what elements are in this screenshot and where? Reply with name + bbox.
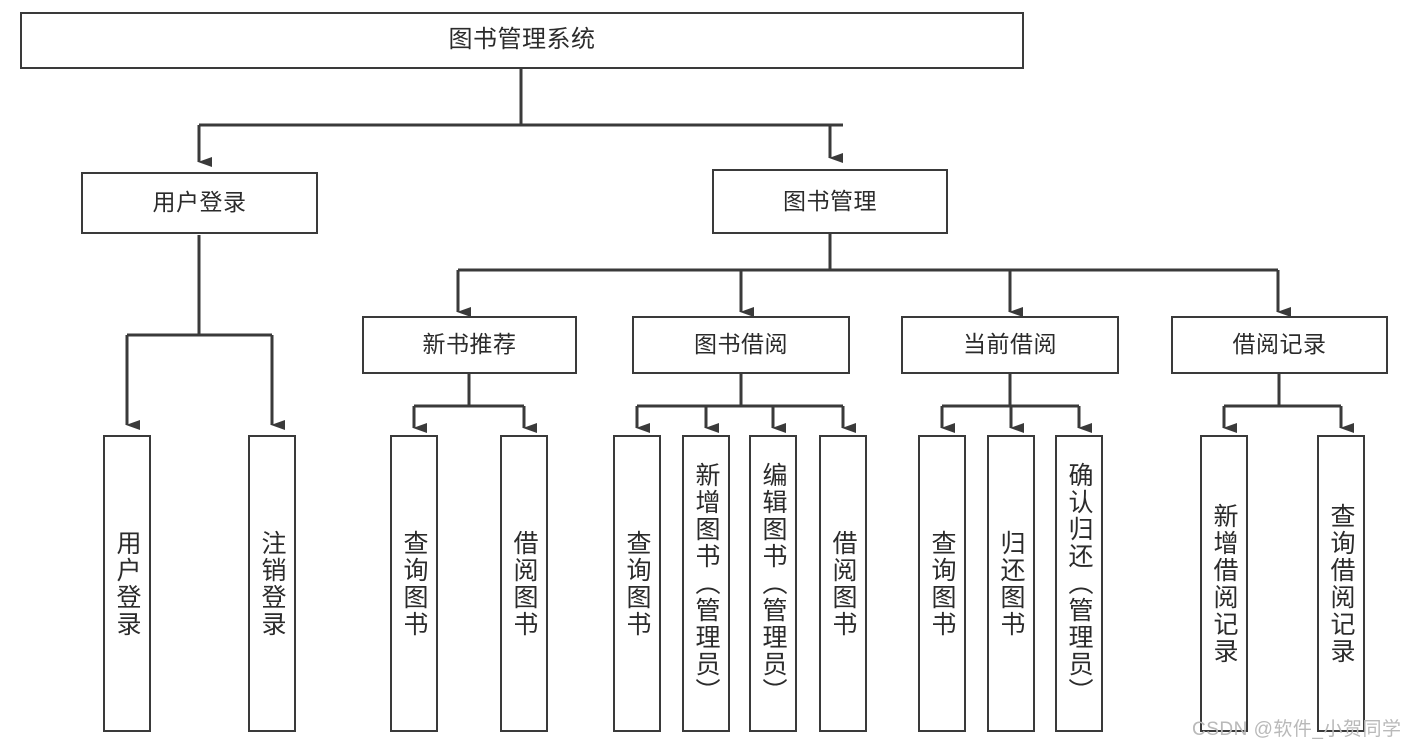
node-leaf-query-book-3[interactable]: 查询图书 xyxy=(918,435,966,732)
node-leaf-borrow-book-1-label: 借阅图书 xyxy=(510,529,538,638)
node-new-book-recommend[interactable]: 新书推荐 xyxy=(362,316,577,374)
node-leaf-borrow-book-2-label: 借阅图书 xyxy=(829,529,857,638)
node-user-login[interactable]: 用户登录 xyxy=(81,172,318,234)
node-leaf-edit-book[interactable]: 编辑图书（管理员） xyxy=(749,435,797,732)
node-leaf-user-login[interactable]: 用户登录 xyxy=(103,435,151,732)
node-user-login-label: 用户登录 xyxy=(152,189,247,216)
node-borrow-record-label: 借阅记录 xyxy=(1232,331,1327,358)
node-leaf-query-book-1[interactable]: 查询图书 xyxy=(390,435,438,732)
node-leaf-query-record-label: 查询借阅记录 xyxy=(1327,502,1355,665)
node-leaf-add-book[interactable]: 新增图书（管理员） xyxy=(682,435,730,732)
node-book-manage[interactable]: 图书管理 xyxy=(712,169,948,234)
node-root[interactable]: 图书管理系统 xyxy=(20,12,1024,69)
node-current-borrow[interactable]: 当前借阅 xyxy=(901,316,1119,374)
node-leaf-return-book[interactable]: 归还图书 xyxy=(987,435,1035,732)
node-book-borrow-label: 图书借阅 xyxy=(694,331,788,358)
node-borrow-record[interactable]: 借阅记录 xyxy=(1171,316,1388,374)
node-leaf-query-record[interactable]: 查询借阅记录 xyxy=(1317,435,1365,732)
node-root-label: 图书管理系统 xyxy=(448,26,596,54)
node-leaf-edit-book-label: 编辑图书（管理员） xyxy=(759,462,787,705)
node-leaf-add-record-label: 新增借阅记录 xyxy=(1210,502,1238,665)
node-leaf-query-book-2-label: 查询图书 xyxy=(623,529,651,638)
node-book-manage-label: 图书管理 xyxy=(783,187,877,214)
node-book-borrow[interactable]: 图书借阅 xyxy=(632,316,850,374)
node-leaf-borrow-book-2[interactable]: 借阅图书 xyxy=(819,435,867,732)
node-leaf-confirm-return[interactable]: 确认归还（管理员） xyxy=(1055,435,1103,732)
node-leaf-query-book-1-label: 查询图书 xyxy=(400,529,428,638)
node-new-book-recommend-label: 新书推荐 xyxy=(422,331,517,358)
node-leaf-borrow-book-1[interactable]: 借阅图书 xyxy=(500,435,548,732)
node-leaf-query-book-3-label: 查询图书 xyxy=(928,529,956,638)
node-leaf-add-record[interactable]: 新增借阅记录 xyxy=(1200,435,1248,732)
node-leaf-return-book-label: 归还图书 xyxy=(997,529,1025,638)
node-current-borrow-label: 当前借阅 xyxy=(963,331,1057,358)
node-leaf-query-book-2[interactable]: 查询图书 xyxy=(613,435,661,732)
node-leaf-confirm-return-label: 确认归还（管理员） xyxy=(1065,462,1093,705)
node-leaf-add-book-label: 新增图书（管理员） xyxy=(692,462,720,705)
node-leaf-user-login-label: 用户登录 xyxy=(113,529,141,638)
node-leaf-logout-login-label: 注销登录 xyxy=(258,529,286,638)
node-leaf-logout-login[interactable]: 注销登录 xyxy=(248,435,296,732)
